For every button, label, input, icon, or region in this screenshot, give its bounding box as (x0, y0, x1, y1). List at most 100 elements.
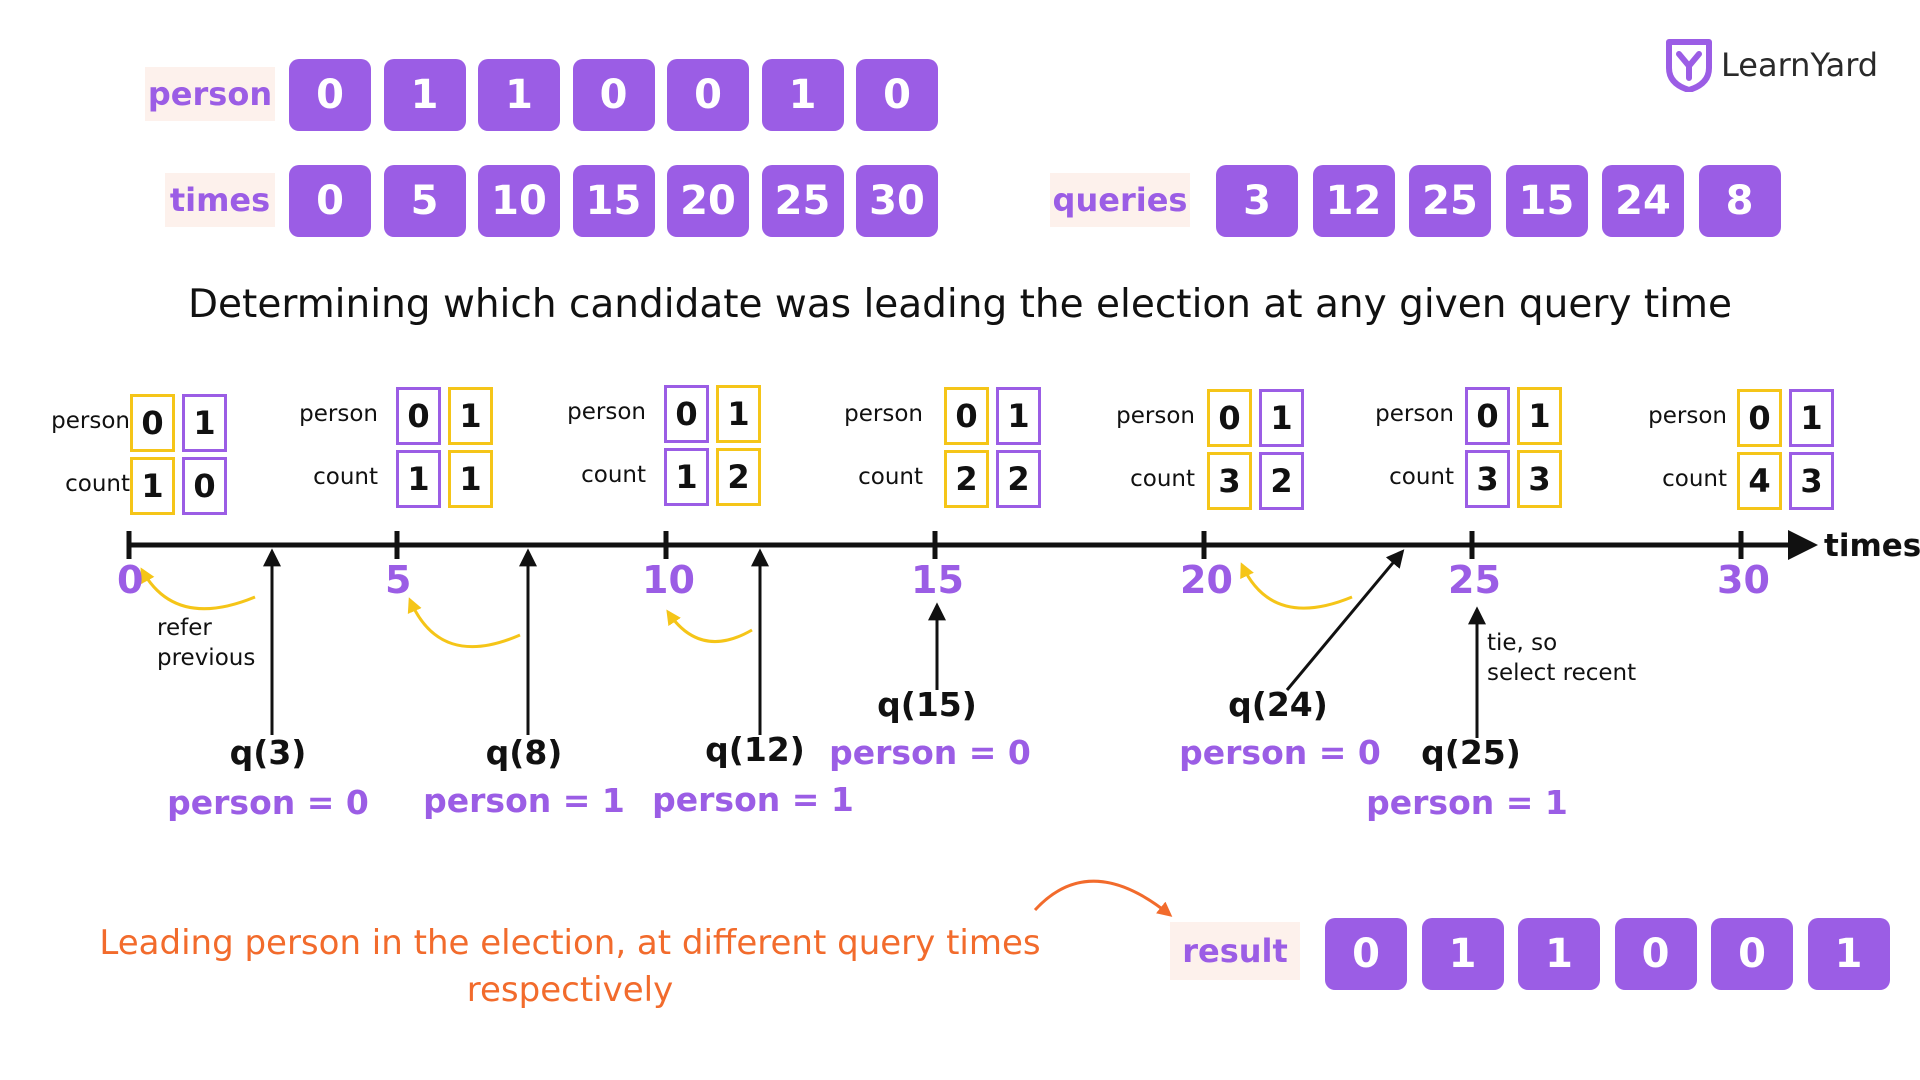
group-count-label: count (1130, 466, 1195, 492)
person-array-label: person (145, 67, 275, 121)
person-array-cell: 0 (856, 59, 938, 131)
note-line: tie, so (1487, 630, 1558, 656)
group-count-label: count (581, 462, 646, 488)
tick-marks (126, 531, 1744, 559)
group-person-cell: 1 (716, 385, 761, 443)
person-array-cell: 1 (478, 59, 560, 131)
result-array-cell: 1 (1518, 918, 1600, 990)
group-person-label: person (1116, 403, 1195, 429)
queries-array-cell: 12 (1312, 165, 1395, 237)
group-person-label: person (1648, 403, 1727, 429)
group-person-cell: 1 (1517, 387, 1562, 445)
query-result-12: person = 1 (652, 780, 854, 819)
queries-array-label: queries (1050, 173, 1190, 227)
query-result-3: person = 0 (167, 783, 369, 822)
group-count-label: count (858, 464, 923, 490)
group-person-label: person (844, 401, 923, 427)
query-label-12: q(12) (705, 730, 805, 769)
times-array-cell: 5 (383, 165, 466, 237)
group-person-cell: 0 (1465, 387, 1510, 445)
group-person-label: person (299, 401, 378, 427)
group-person-cell: 0 (1207, 389, 1252, 447)
queries-array-cell: 3 (1216, 165, 1298, 237)
brand-logo: LearnYard (1665, 38, 1878, 92)
group-count-cell: 2 (996, 450, 1041, 508)
group-count-cell: 2 (1259, 452, 1304, 510)
query-label-25: q(25) (1421, 733, 1521, 772)
group-person-cell: 0 (664, 385, 709, 443)
group-count-cell: 3 (1789, 452, 1834, 510)
tick-label: 25 (1448, 558, 1501, 602)
group-count-cell: 1 (130, 457, 175, 515)
refer-previous-arrow-10 (666, 609, 753, 644)
refer-previous-note: refer previous (157, 613, 255, 673)
group-count-label: count (313, 464, 378, 490)
queries-array-cell: 25 (1409, 165, 1491, 237)
person-array-cell: 0 (572, 59, 655, 131)
group-person-cell: 0 (130, 394, 175, 452)
person-array-cell: 1 (383, 59, 466, 131)
group-count-cell: 2 (716, 448, 761, 506)
person-array-cell: 1 (761, 59, 844, 131)
query-label-15: q(15) (877, 685, 977, 724)
query-result-24: person = 0 (1179, 733, 1381, 772)
group-count-cell: 2 (944, 450, 989, 508)
tick-label: 0 (117, 558, 144, 602)
group-count-label: count (1662, 466, 1727, 492)
times-array-cell: 20 (667, 165, 749, 237)
group-count-label: count (1389, 464, 1454, 490)
query-result-8: person = 1 (423, 781, 625, 820)
times-array-cell: 15 (572, 165, 655, 237)
times-array-cell: 10 (478, 165, 560, 237)
result-array-cell: 0 (1325, 918, 1407, 990)
result-array-cell: 1 (1807, 918, 1890, 990)
group-count-cell: 3 (1465, 450, 1510, 508)
group-count-cell: 1 (448, 450, 493, 508)
result-caption: Leading person in the election, at diffe… (99, 923, 1041, 1010)
queries-array-cell: 8 (1698, 165, 1781, 237)
group-person-cell: 1 (996, 387, 1041, 445)
queries-array-cell: 24 (1602, 165, 1684, 237)
result-array-cell: 0 (1614, 918, 1697, 990)
refer-previous-arrow-5 (407, 597, 521, 649)
times-array-cell: 0 (289, 165, 371, 237)
refer-previous-arrow-20 (1240, 562, 1353, 610)
group-count-cell: 1 (396, 450, 441, 508)
query-result-25: person = 1 (1366, 783, 1568, 822)
query-label-3: q(3) (229, 733, 307, 772)
tick-label: 10 (642, 558, 695, 602)
note-line: previous (157, 645, 256, 671)
query-label-24: q(24) (1228, 685, 1328, 724)
group-person-cell: 0 (396, 387, 441, 445)
group-person-cell: 1 (182, 394, 227, 452)
note-line: select recent (1487, 660, 1637, 686)
note-line: refer (157, 615, 212, 641)
tick-label: 5 (385, 558, 412, 602)
group-person-cell: 0 (1737, 389, 1782, 447)
group-person-cell: 1 (1789, 389, 1834, 447)
group-person-cell: 1 (448, 387, 493, 445)
result-array-cell: 0 (1711, 918, 1793, 990)
tick-label: 30 (1717, 558, 1770, 602)
result-array-label: result (1170, 922, 1300, 980)
refer-previous-arrow-0 (140, 567, 256, 611)
tick-label: 15 (911, 558, 964, 602)
result-pointer-arrow (1033, 879, 1173, 917)
times-array-cell: 25 (761, 165, 844, 237)
axis-label: times (1824, 528, 1920, 564)
queries-array-cell: 15 (1505, 165, 1588, 237)
group-person-label: person (51, 408, 130, 434)
group-count-cell: 3 (1517, 450, 1562, 508)
tick-label: 20 (1180, 558, 1233, 602)
brand-name: LearnYard (1721, 46, 1879, 84)
group-person-cell: 1 (1259, 389, 1304, 447)
query-label-8: q(8) (485, 733, 563, 772)
group-person-label: person (1375, 401, 1454, 427)
group-count-cell: 1 (664, 448, 709, 506)
result-array-cell: 1 (1421, 918, 1504, 990)
group-person-label: person (567, 399, 646, 425)
learnyard-shield-icon (1666, 39, 1712, 92)
group-count-cell: 3 (1207, 452, 1252, 510)
